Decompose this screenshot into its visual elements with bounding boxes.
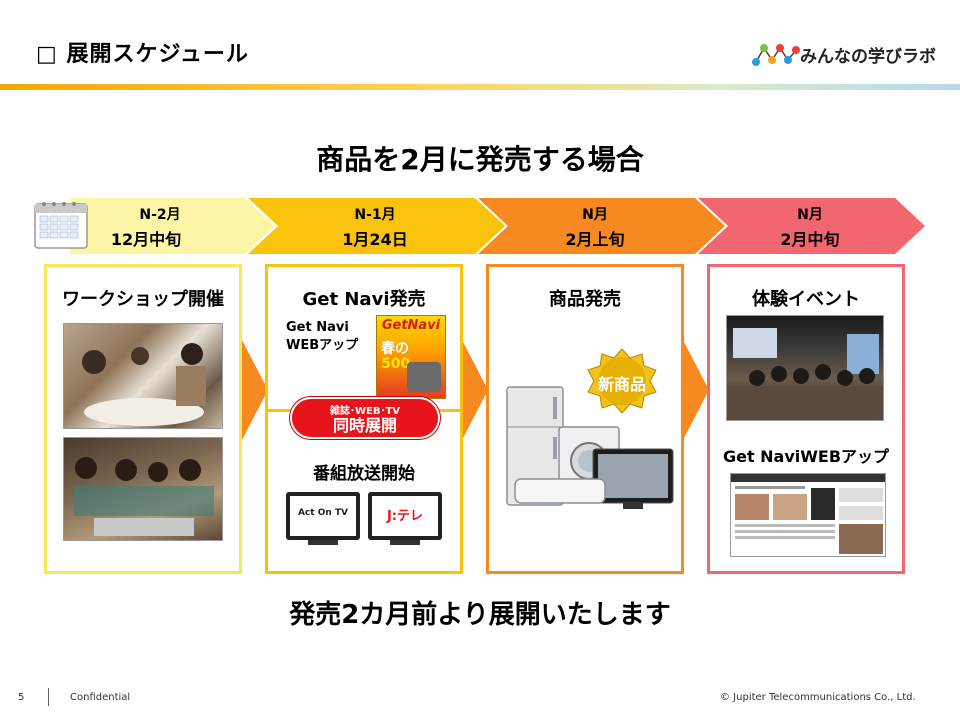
- getnavi-web-line1: Get Navi: [286, 320, 349, 335]
- copyright: © Jupiter Telecommunications Co., Ltd.: [720, 692, 916, 703]
- new-product-seal-icon: [587, 348, 657, 414]
- step-1-date: 12月中旬: [110, 230, 182, 249]
- footer-separator: [48, 688, 49, 706]
- logo-icon: [752, 44, 800, 66]
- event-box: 体験イベント Get NaviWEBアップ: [707, 264, 905, 574]
- flow-arrow-3: [683, 340, 709, 440]
- tv-j-tele: J:テレ: [368, 492, 442, 546]
- getnavi-web-note: Get Navi WEBアップ: [286, 319, 358, 355]
- appliances-illustration: [506, 386, 674, 509]
- step-2-period: N-1月: [354, 207, 396, 223]
- step-4-date: 2月中旬: [780, 230, 840, 249]
- getnavi-box: Get Navi発売 Get Navi WEBアップ GetNavi 春の 50…: [265, 264, 463, 574]
- tv-broadcast-title: 番組放送開始: [313, 464, 415, 484]
- magazine-cover: GetNavi 春の 500: [376, 315, 446, 399]
- getnavi-title: Get Navi発売: [302, 289, 426, 310]
- timeline-arrow-1: [70, 198, 275, 254]
- new-product-seal-text: 新商品: [597, 375, 646, 394]
- timeline-step-4: N月 2月中旬: [735, 198, 885, 254]
- step-3-date: 2月上旬: [565, 230, 625, 249]
- page-title: □ 展開スケジュール: [36, 42, 249, 67]
- workshop-photo-2: [63, 437, 223, 541]
- workshop-title: ワークショップ開催: [62, 289, 224, 310]
- timeline-arrows: [70, 198, 925, 254]
- main-heading: 商品を2月に発売する場合: [316, 143, 644, 176]
- bottom-message: 発売2カ月前より展開いたします: [289, 600, 671, 630]
- timeline-arrow-4: [698, 198, 925, 254]
- workshop-photo-1: [63, 323, 223, 429]
- magazine-title: GetNavi: [381, 318, 441, 333]
- calendar-icon: [34, 202, 88, 249]
- event-web-title: Get NaviWEBアップ: [722, 447, 890, 466]
- tv1-label: Act On TV: [290, 496, 356, 536]
- event-photo: [726, 315, 884, 421]
- getnavi-web-line2: WEBアップ: [286, 338, 359, 353]
- workshop-box: ワークショップ開催: [44, 264, 242, 574]
- flow-arrow-1: [242, 340, 268, 440]
- getnavi-web-screenshot: [730, 473, 886, 557]
- timeline-step-1: N-2月 12月中旬: [95, 198, 225, 254]
- timeline-arrow-3: [478, 198, 725, 254]
- timeline-arrow-2: [248, 198, 505, 254]
- launch-title: 商品発売: [549, 289, 621, 310]
- magazine-line-1: 春の: [381, 341, 409, 357]
- magazine-line-2: 500: [381, 356, 411, 372]
- badge-line-2: 同時展開: [332, 416, 397, 435]
- step-4-period: N月: [797, 207, 823, 223]
- timeline-step-3: N月 2月上旬: [520, 198, 670, 254]
- timeline-step-2: N-1月 1月24日: [295, 198, 455, 254]
- step-1-period: N-2月: [139, 207, 181, 223]
- header-divider: [0, 84, 960, 90]
- badge-line-1: 雑誌･WEB･TV: [329, 406, 401, 417]
- tv2-label: J:テレ: [372, 496, 438, 536]
- flow-arrow-2: [462, 340, 488, 440]
- tv-act-on-tv: Act On TV: [286, 492, 360, 546]
- step-3-period: N月: [582, 207, 608, 223]
- step-2-date: 1月24日: [342, 230, 408, 249]
- page-number: 5: [18, 692, 25, 703]
- event-title: 体験イベント: [752, 289, 860, 310]
- launch-box: 商品発売 新商品: [486, 264, 684, 574]
- confidential-label: Confidential: [70, 692, 131, 703]
- simultaneous-badge: 雑誌･WEB･TV 同時展開: [290, 397, 440, 439]
- logo-text: みんなの学びラボ: [800, 47, 936, 67]
